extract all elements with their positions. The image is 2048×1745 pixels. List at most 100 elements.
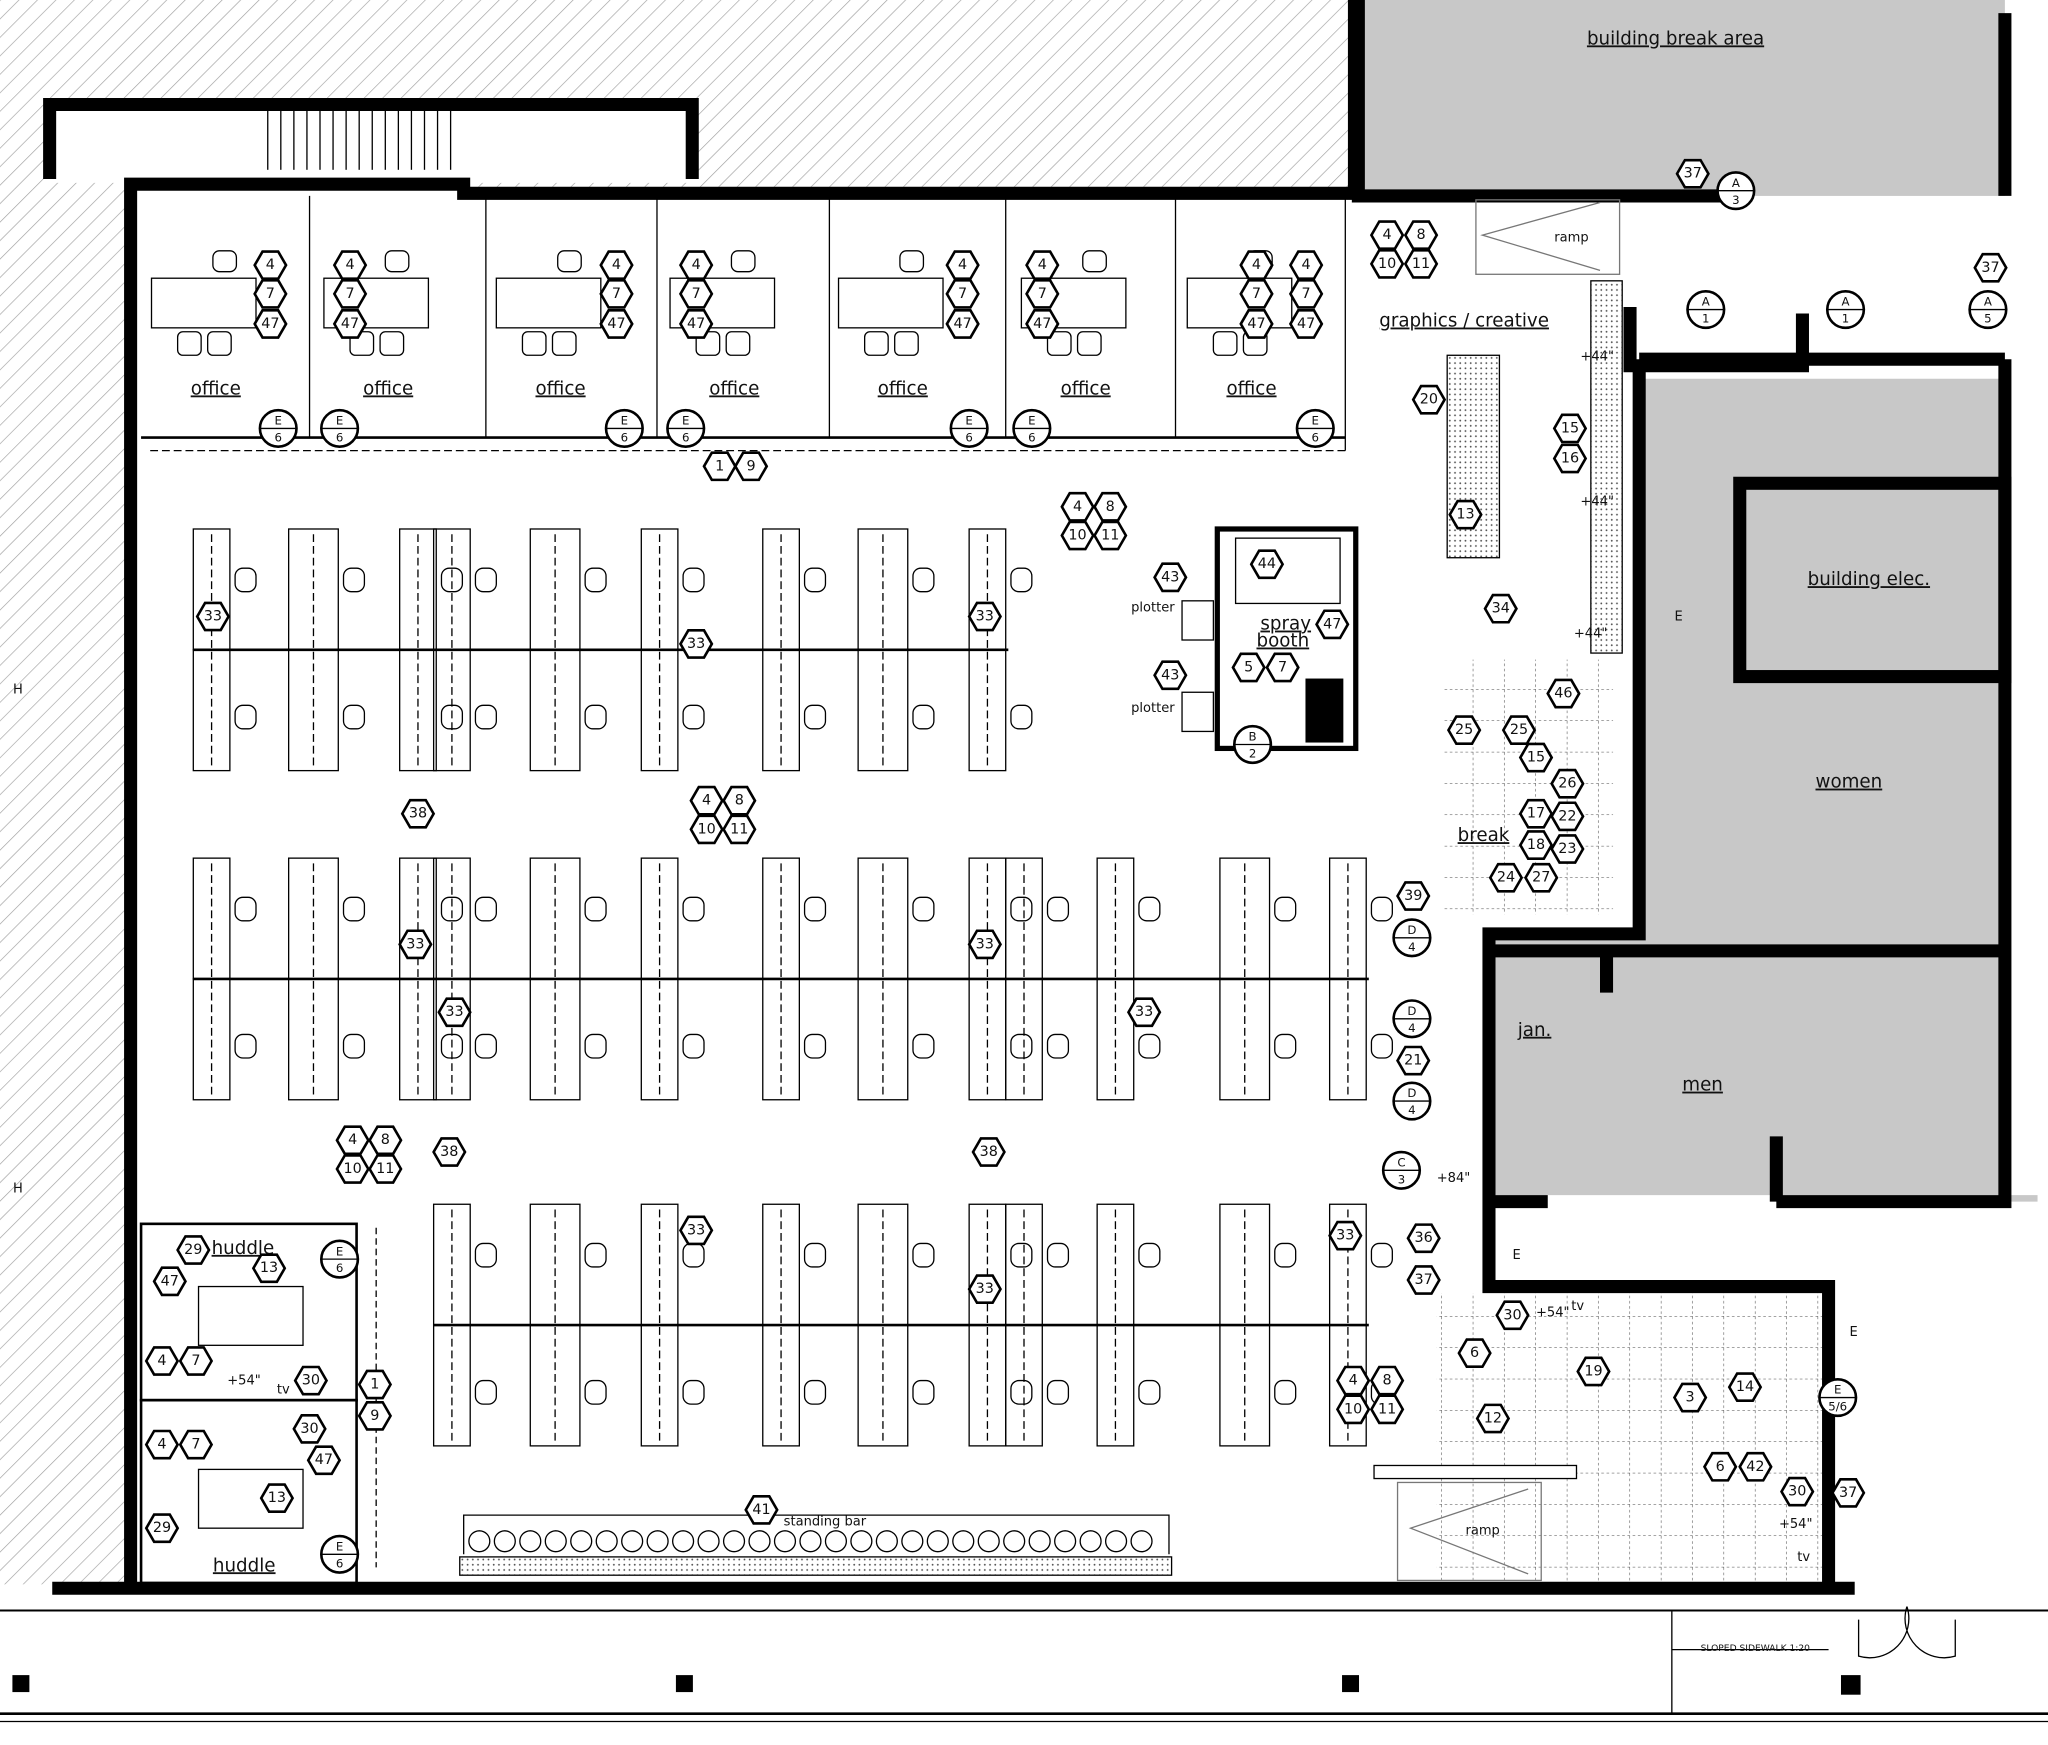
keynote-hex-tag: 4 [1060, 491, 1095, 522]
label-height-44-3: +44" [1574, 626, 1608, 641]
keynote-hex-tag: 34 [1483, 593, 1518, 624]
desk [529, 978, 581, 1101]
keynote-number: 37 [1839, 1485, 1857, 1501]
chair [682, 1242, 705, 1268]
ramp-bottom [1396, 1481, 1542, 1582]
keynote-number: 4 [1073, 499, 1082, 515]
chair [342, 567, 366, 593]
keynote-number: 7 [1252, 286, 1261, 302]
chair [342, 704, 366, 730]
chair [803, 1379, 827, 1405]
chair [1138, 1379, 1161, 1405]
keynote-hex-tag: 5 [1231, 652, 1266, 683]
keynote-number: 1 [715, 458, 724, 474]
desk [192, 978, 231, 1101]
svg-text:5/6: 5/6 [1828, 1400, 1847, 1414]
chair [803, 1242, 827, 1268]
chair [474, 1033, 497, 1059]
desk [192, 649, 231, 772]
keynote-hex-tag: 8 [1369, 1365, 1405, 1396]
door-tag: E6 [949, 408, 989, 449]
keynote-number: 10 [1378, 256, 1396, 272]
keynote-hex-tag: 4 [945, 250, 980, 281]
chair [440, 567, 464, 593]
room-label-office: office [709, 378, 759, 399]
keynote-number: 33 [976, 936, 994, 952]
stool [926, 1530, 949, 1553]
svg-text:E: E [274, 414, 281, 428]
keynote-number: 4 [702, 793, 711, 809]
keynote-hex-tag: 1 [702, 451, 737, 482]
door-tag: E6 [320, 1534, 360, 1574]
keynote-number: 7 [1278, 659, 1287, 675]
keynote-hex-tag: 30 [293, 1365, 329, 1396]
chair [682, 1033, 705, 1059]
keynote-number: 39 [1404, 888, 1422, 904]
keynote-hex-tag: 7 [1288, 278, 1324, 309]
keynote-hex-tag: 8 [722, 785, 757, 816]
keynote-number: 30 [1788, 1484, 1806, 1500]
keynote-hex-tag: 47 [945, 309, 980, 339]
stool [595, 1530, 618, 1553]
keynote-number: 34 [1492, 601, 1510, 617]
keynote-number: 4 [958, 257, 967, 273]
chair [1046, 1379, 1070, 1405]
desk [762, 978, 800, 1101]
keynote-hex-tag: 33 [967, 929, 1002, 960]
stool [621, 1530, 644, 1553]
chair [234, 704, 257, 730]
keynote-number: 7 [191, 1353, 200, 1369]
keynote-number: 13 [260, 1260, 278, 1276]
keynote-number: 33 [687, 1222, 705, 1238]
chair [1274, 1033, 1297, 1059]
svg-text:E: E [1312, 414, 1319, 428]
chair [234, 896, 257, 922]
keynote-number: 33 [1135, 1004, 1153, 1020]
keynote-number: 22 [1558, 808, 1576, 824]
keynote-hex-tag: 41 [744, 1494, 779, 1525]
label-e-3: E [1512, 1248, 1520, 1263]
label-height-54-2: +54" [1536, 1306, 1570, 1321]
keynote-hex-tag: 7 [1025, 278, 1060, 309]
keynote-number: 33 [406, 936, 424, 952]
keynote-number: 5 [1244, 659, 1253, 675]
keynote-hex-tag: 17 [1518, 798, 1554, 829]
keynote-hex-tag: 13 [1448, 499, 1483, 530]
label-plotter-1: plotter [1131, 600, 1175, 615]
label-tv-1: tv [277, 1383, 290, 1398]
keynote-number: 7 [958, 286, 967, 302]
keynote-number: 23 [1558, 841, 1576, 857]
keynote-number: 7 [1302, 286, 1311, 302]
door-tag: D4 [1392, 918, 1432, 958]
svg-text:2: 2 [1249, 747, 1256, 761]
keynote-number: 47 [341, 316, 359, 332]
keynote-hex-tag: 4 [1239, 250, 1274, 281]
svg-text:4: 4 [1408, 1021, 1415, 1035]
stool [1130, 1530, 1153, 1553]
desk [968, 649, 1007, 772]
stool [697, 1530, 720, 1553]
svg-text:6: 6 [965, 431, 972, 445]
door-tag: E6 [258, 408, 298, 449]
ramp-top [1475, 199, 1621, 275]
stool [646, 1530, 669, 1553]
stool [672, 1530, 695, 1553]
keynote-number: 1 [370, 1377, 379, 1393]
keynote-hex-tag: 4 [144, 1429, 180, 1460]
stool [722, 1530, 746, 1553]
keynote-number: 10 [344, 1161, 362, 1177]
keynote-hex-tag: 11 [1403, 248, 1439, 279]
chair [1274, 1242, 1297, 1268]
svg-text:E: E [1028, 414, 1035, 428]
keynote-hex-tag: 47 [332, 309, 368, 339]
desk [529, 1324, 581, 1447]
chair [912, 1379, 935, 1405]
keynote-number: 4 [345, 257, 354, 273]
keynote-number: 47 [607, 316, 625, 332]
keynote-number: 7 [692, 286, 701, 302]
chair [1010, 1033, 1033, 1059]
chair [584, 896, 607, 922]
keynote-number: 11 [1101, 528, 1119, 544]
room-label-break: break [1458, 825, 1510, 846]
keynote-hex-tag: 23 [1550, 834, 1585, 864]
